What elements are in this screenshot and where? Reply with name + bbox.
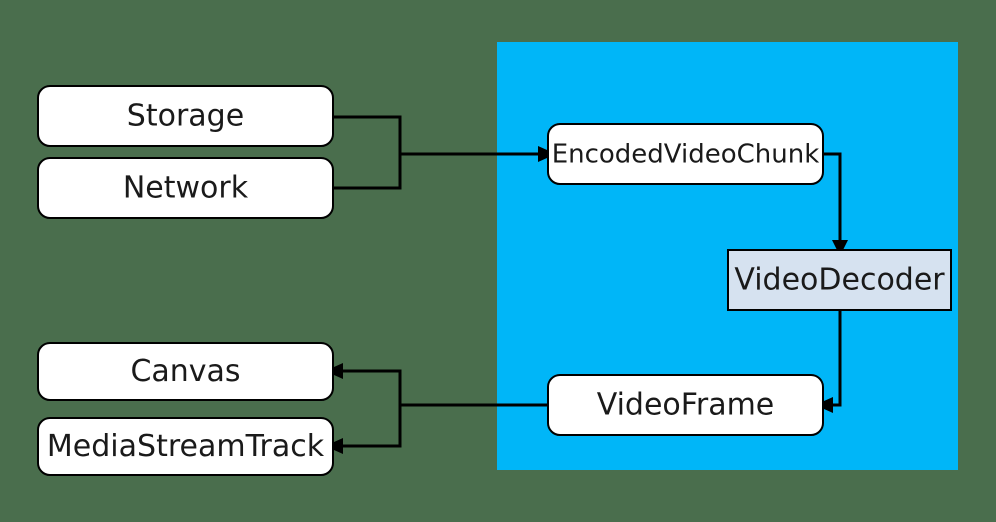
node-network[interactable]: Network [37, 157, 334, 219]
node-box-storage [37, 85, 334, 147]
node-encodedvideochunk[interactable]: EncodedVideoChunk [547, 123, 824, 185]
node-storage[interactable]: Storage [37, 85, 334, 147]
edge-frame-to-canvas [343, 369, 548, 407]
node-mediastreamtrack[interactable]: MediaStreamTrack [37, 417, 334, 476]
node-videoframe[interactable]: VideoFrame [547, 374, 824, 436]
node-box-videoframe [547, 374, 824, 436]
edge-decoder-to-frame [833, 310, 842, 407]
node-label-encodedvideochunk: EncodedVideoChunk [552, 140, 820, 170]
edge-frame-to-mediastreamtrack [343, 405, 402, 448]
node-label-canvas: Canvas [130, 354, 240, 389]
edge-network-to-chunk [333, 154, 402, 190]
arrowhead-chunk-to-decoder [832, 240, 848, 256]
node-label-videodecoder: VideoDecoder [734, 263, 945, 298]
node-box-mediastreamtrack [37, 417, 334, 476]
node-label-mediastreamtrack: MediaStreamTrack [47, 429, 325, 464]
node-box-canvas [37, 342, 334, 401]
edge-storage-to-chunk [333, 115, 538, 156]
node-label-network: Network [123, 171, 249, 206]
node-label-storage: Storage [127, 99, 244, 134]
node-canvas[interactable]: Canvas [37, 342, 334, 401]
edge-chunk-to-decoder [823, 152, 842, 240]
node-box-network [37, 157, 334, 219]
node-box-videodecoder [727, 249, 952, 311]
node-videodecoder[interactable]: VideoDecoder [727, 249, 952, 311]
node-box-encodedvideochunk [547, 123, 824, 185]
node-label-videoframe: VideoFrame [597, 388, 775, 423]
